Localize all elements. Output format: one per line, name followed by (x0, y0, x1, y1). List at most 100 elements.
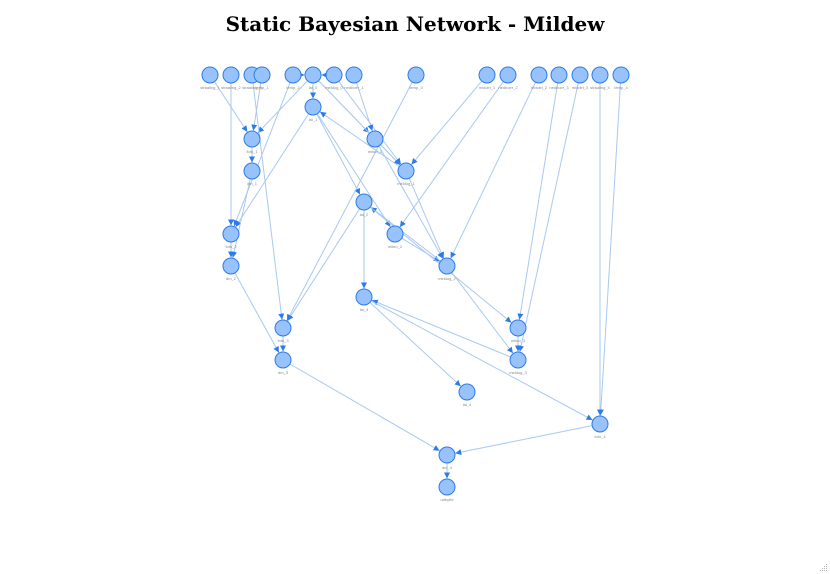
node-meldug_3[interactable]: meldug_3 (509, 351, 528, 375)
node-circle[interactable] (591, 415, 609, 433)
node-circle[interactable] (222, 66, 240, 84)
edge-middel_1-to-meldug_1[interactable] (411, 80, 483, 165)
node-dm_4[interactable]: dm_4 (438, 446, 456, 470)
node-circle[interactable] (325, 66, 343, 84)
edge-temp_1-to-foto_1[interactable] (251, 82, 262, 131)
node-circle[interactable] (591, 66, 609, 84)
node-meldug_2[interactable]: meldug_2 (438, 257, 457, 281)
edge-temp_4-to-foto_4[interactable] (597, 82, 621, 416)
edge-lai_2-to-foto_3[interactable] (287, 208, 361, 322)
edge-meldug_2-to-meldug_3[interactable] (451, 272, 514, 354)
edge-nedboer_3-to-mikro_3[interactable] (517, 82, 559, 320)
node-circle[interactable] (612, 66, 630, 84)
edge-lai_0-to-foto_1[interactable] (257, 80, 308, 134)
edge-lai_1-to-foto_2[interactable] (235, 113, 310, 228)
node-nedboer_1[interactable]: nedboer_1 (344, 66, 364, 90)
node-circle[interactable] (274, 351, 292, 369)
node-circle[interactable] (499, 66, 517, 84)
edge-lai_3-to-foto_4[interactable] (370, 300, 593, 421)
node-foto_2[interactable]: foto_2 (222, 225, 240, 249)
node-lai_1[interactable]: lai_1 (304, 98, 322, 122)
node-circle[interactable] (304, 98, 322, 116)
node-nedboer_3[interactable]: nedboer_3 (549, 66, 569, 90)
node-middel_2[interactable]: middel_2 (530, 66, 548, 90)
node-foto_4[interactable]: foto_4 (591, 415, 609, 439)
node-circle[interactable] (201, 66, 219, 84)
node-circle[interactable] (530, 66, 548, 84)
node-circle[interactable] (509, 319, 527, 337)
edge-meldug_2-to-lai_2[interactable] (370, 206, 442, 262)
node-meldug_0[interactable]: meldug_0 (325, 66, 344, 90)
node-straaling_4[interactable]: straaling_4 (590, 66, 611, 90)
node-circle[interactable] (355, 193, 373, 211)
node-circle[interactable] (478, 66, 496, 84)
edge-straaling_3-to-foto_3[interactable] (252, 82, 285, 320)
edge-dm_3-to-dm_4[interactable] (289, 363, 440, 452)
edge-meldug_1-to-meldug_2[interactable] (408, 178, 445, 259)
node-lai_3[interactable]: lai_3 (355, 288, 373, 312)
edge-temp_3-to-foto_3[interactable] (286, 81, 413, 321)
node-circle[interactable] (397, 162, 415, 180)
node-circle[interactable] (438, 478, 456, 496)
edge-lai_3-to-lai_4[interactable] (369, 302, 462, 387)
node-circle[interactable] (243, 162, 261, 180)
node-temp_3[interactable]: temp_3 (407, 66, 425, 90)
node-label: foto_1 (246, 149, 258, 154)
edge-mikro_1-to-meldug_1[interactable] (380, 144, 401, 166)
node-straaling_1[interactable]: straaling_1 (200, 66, 221, 90)
node-lai_4[interactable]: lai_4 (458, 383, 476, 407)
edge-meldug_3-to-lai_3[interactable] (371, 299, 511, 358)
node-circle[interactable] (509, 351, 527, 369)
node-circle[interactable] (386, 225, 404, 243)
node-dm_3[interactable]: dm_3 (274, 351, 292, 375)
node-circle[interactable] (458, 383, 476, 401)
node-circle[interactable] (438, 446, 456, 464)
edge-middel_2-to-meldug_2[interactable] (450, 81, 536, 259)
node-foto_3[interactable]: foto_3 (274, 319, 292, 343)
node-circle[interactable] (438, 257, 456, 275)
edge-mikro_2-to-meldug_2[interactable] (401, 237, 441, 262)
edge-mikro_1-to-meldug_2[interactable] (378, 145, 444, 259)
edge-nedboer_2-to-mikro_2[interactable] (399, 81, 504, 228)
node-circle[interactable] (550, 66, 568, 84)
node-temp_2[interactable]: temp_2 (284, 66, 302, 90)
edge-foto_4-to-dm_4[interactable] (455, 425, 593, 456)
node-dm_2[interactable]: dm_2 (222, 257, 240, 281)
edge-nedboer_1-to-mikro_1[interactable] (356, 82, 374, 132)
node-mikro_3[interactable]: mikro_3 (509, 319, 527, 343)
edge-meldug_1-to-lai_1[interactable] (319, 111, 400, 167)
node-temp_4[interactable]: temp_4 (612, 66, 630, 90)
node-mikro_2[interactable]: mikro_2 (386, 225, 404, 249)
edge-middel_3-to-meldug_3[interactable] (518, 82, 579, 352)
node-circle[interactable] (243, 130, 261, 148)
node-circle[interactable] (222, 225, 240, 243)
node-foto_1[interactable]: foto_1 (243, 130, 261, 154)
node-dm_1[interactable]: dm_1 (243, 162, 261, 186)
node-udbytte[interactable]: udbytte (438, 478, 456, 502)
node-circle[interactable] (571, 66, 589, 84)
node-circle[interactable] (345, 66, 363, 84)
node-circle[interactable] (222, 257, 240, 275)
node-straaling_2[interactable]: straaling_2 (221, 66, 242, 90)
node-mikro_1[interactable]: mikro_1 (366, 130, 384, 154)
edge-lai_1-to-lai_2[interactable] (316, 113, 361, 195)
edge-dm_1-to-dm_2[interactable] (231, 178, 251, 258)
node-circle[interactable] (366, 130, 384, 148)
node-nedboer_2[interactable]: nedboer_2 (498, 66, 518, 90)
node-circle[interactable] (355, 288, 373, 306)
node-circle[interactable] (284, 66, 302, 84)
node-circle[interactable] (274, 319, 292, 337)
node-lai_0[interactable]: lai_0 (304, 66, 322, 90)
node-circle[interactable] (253, 66, 271, 84)
edge-dm_2-to-dm_3[interactable] (234, 272, 280, 353)
node-middel_3[interactable]: middel_3 (571, 66, 589, 90)
resize-grip-icon[interactable] (819, 563, 828, 572)
node-lai_2[interactable]: lai_2 (355, 193, 373, 217)
node-temp_1[interactable]: temp_1 (253, 66, 271, 90)
node-meldug_1[interactable]: meldug_1 (397, 162, 416, 186)
node-circle[interactable] (407, 66, 425, 84)
node-circle[interactable] (304, 66, 322, 84)
edge-lai_1-to-mikro_2[interactable] (316, 113, 391, 228)
node-middel_1[interactable]: middel_1 (478, 66, 496, 90)
